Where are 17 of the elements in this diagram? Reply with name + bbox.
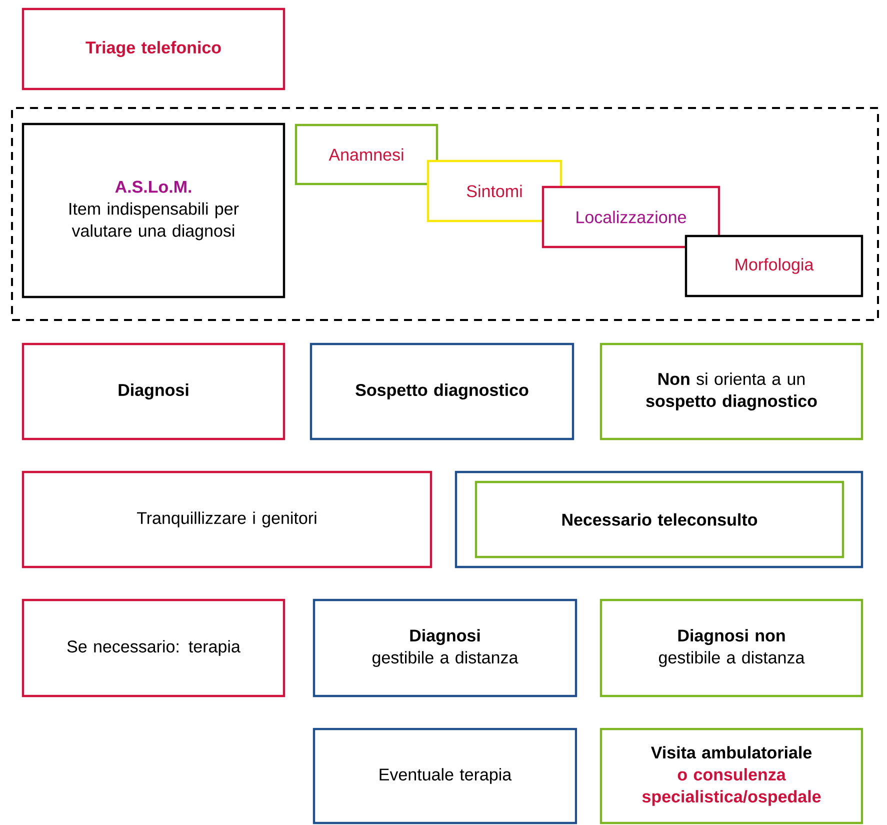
text-box: Necessario teleconsulto [474,480,844,558]
text-box: Diagnosi [22,342,286,440]
text-box: Non si orienta a un sospetto diagnostico [600,342,864,440]
text-box: Se necessario: terapia [22,598,286,698]
text-box: Diagnosi gestibile a distanza [312,598,578,698]
text-box: Sintomi [426,160,562,222]
text-box: A.S.Lo.M. Item indispensabili per valutare una diagnosi [22,122,286,298]
text-box: Sospetto diagnostico [310,342,574,440]
text-box: Diagnosi non gestibile a distanza [600,598,864,698]
text-box: Anamnesi [294,124,438,186]
text-box: Localizzazione [542,186,720,248]
text-box: Eventuale terapia [312,728,578,824]
text-box: Tranquillizzare i genitori [22,470,432,568]
dashed-group-box [11,107,879,321]
text-box: Visita ambulatoriale o consulenza specialistica/ospedale [600,728,864,824]
text-box: Triage telefonico [22,8,286,90]
text-box: Morfologia [684,234,864,298]
